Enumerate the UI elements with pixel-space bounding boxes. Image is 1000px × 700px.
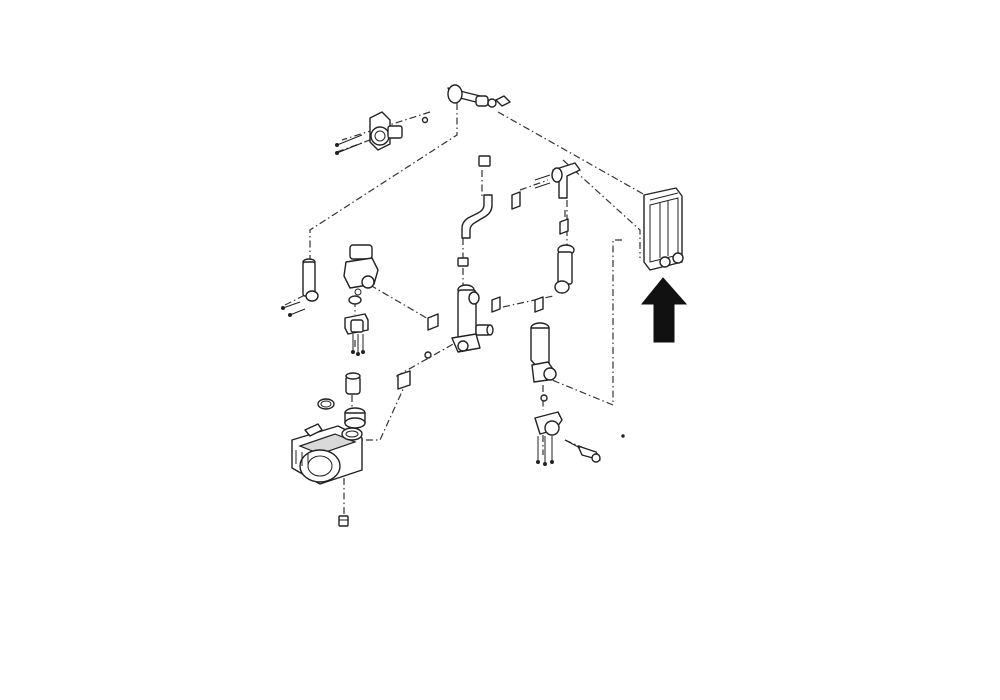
right-elbow-pipe	[511, 162, 581, 235]
central-hydraulic-block	[427, 284, 501, 353]
bent-pipe-lower	[530, 322, 557, 383]
left-valve-body	[343, 244, 379, 305]
pump-cartridge	[317, 372, 366, 429]
small-dot	[621, 434, 625, 438]
drain-plug	[338, 515, 349, 527]
left-vertical-pipe	[281, 258, 319, 317]
right-vertical-pipe	[534, 244, 575, 313]
diverter-valve-assembly	[335, 111, 429, 155]
left-flange	[344, 313, 369, 356]
arrow-up-icon	[640, 277, 688, 343]
top-manifold-pipe	[447, 84, 511, 108]
clip-left	[397, 351, 432, 390]
temperature-sensor	[564, 439, 601, 463]
bent-pipe-upper	[457, 155, 493, 267]
right-lower-flange	[534, 394, 563, 466]
plate-heat-exchanger	[643, 187, 684, 271]
circulation-pump	[291, 423, 363, 485]
